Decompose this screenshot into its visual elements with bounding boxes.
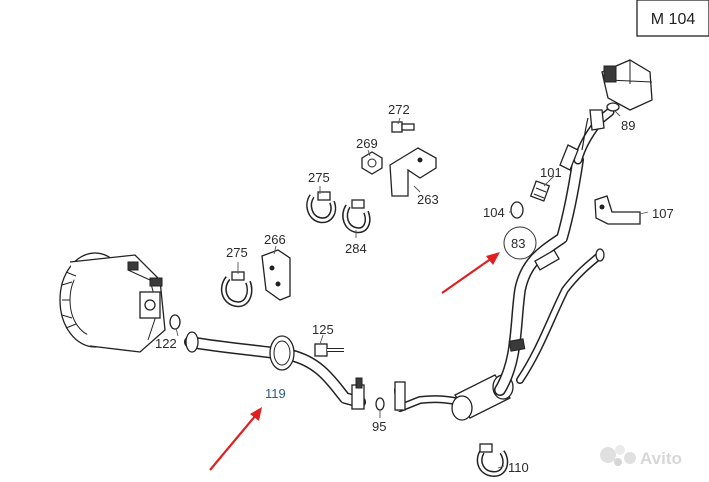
bracket-266 — [261, 249, 291, 301]
red-arrow-119 — [209, 407, 262, 471]
label-266: 266 — [264, 232, 286, 247]
label-95: 95 — [372, 419, 386, 434]
model-box: M 104 — [636, 0, 709, 37]
seal-ring-89 — [606, 102, 620, 112]
seal-ring-95 — [375, 397, 385, 411]
suction-hose-119 — [184, 331, 366, 410]
label-122: 122 — [155, 336, 177, 351]
bolt-125 — [314, 343, 344, 357]
red-arrow-83 — [441, 252, 500, 294]
label-263: 263 — [417, 192, 439, 207]
label-275-lower: 275 — [226, 245, 248, 260]
bracket-263 — [389, 147, 437, 197]
label-110: 110 — [508, 460, 529, 475]
label-284: 284 — [345, 241, 367, 256]
part-labels: 272 269 263 275 284 266 275 101 104 83 1… — [155, 102, 674, 475]
label-101: 101 — [540, 165, 562, 180]
nut-269 — [361, 151, 383, 175]
seal-ring-104 — [510, 201, 524, 219]
label-119: 119 — [265, 386, 286, 401]
clamp-284 — [342, 199, 371, 234]
clamp-275-upper — [306, 191, 337, 224]
label-104: 104 — [483, 205, 505, 220]
suction-line-right — [494, 107, 615, 396]
clamp-110 — [476, 443, 509, 478]
highlight-circle-83 — [503, 226, 537, 260]
expansion-valve — [601, 59, 653, 111]
seal-ring-122 — [169, 314, 181, 330]
label-272: 272 — [388, 102, 410, 117]
label-89: 89 — [621, 118, 635, 133]
bracket-107 — [594, 195, 641, 225]
compressor — [59, 252, 166, 353]
avito-watermark: Avito — [600, 445, 682, 468]
label-275-upper: 275 — [308, 170, 330, 185]
label-269: 269 — [356, 136, 378, 151]
clamp-275-lower — [220, 271, 253, 308]
fitting-101 — [529, 180, 551, 202]
label-107: 107 — [652, 206, 674, 221]
label-125: 125 — [312, 322, 334, 337]
model-label: M 104 — [651, 11, 696, 28]
watermark-text: Avito — [640, 449, 682, 468]
pressure-line-assembly — [394, 374, 514, 421]
bolt-272 — [391, 121, 415, 133]
label-83: 83 — [511, 236, 525, 251]
leader-lines — [175, 109, 649, 469]
